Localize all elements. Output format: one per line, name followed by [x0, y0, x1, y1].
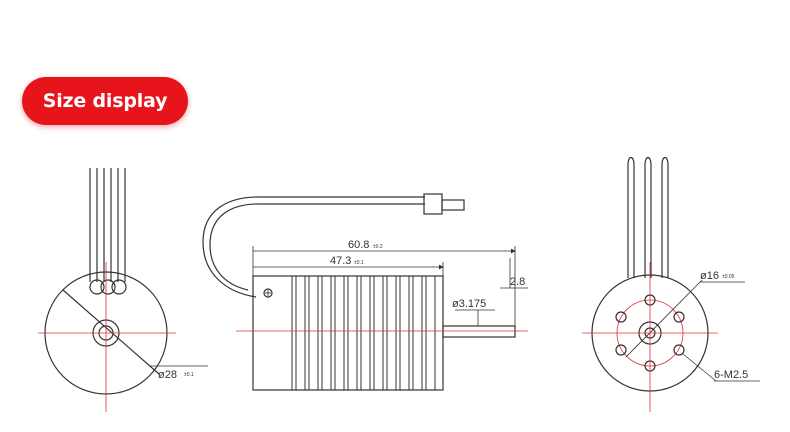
front-center-lines — [582, 262, 718, 412]
wire-group-left — [89, 168, 127, 295]
size-display-badge: Size display — [22, 77, 188, 125]
rear-center-lines — [38, 262, 176, 412]
wire-group-right — [627, 156, 669, 278]
cooling-fins — [291, 276, 436, 390]
wire-plug — [441, 199, 465, 211]
wire-connector — [423, 193, 443, 215]
screw-head — [263, 288, 273, 298]
body-length-tol: ±0.1 — [354, 260, 364, 266]
overall-length-label: 60.8 — [348, 239, 369, 251]
overall-length-tol: ±0.2 — [373, 244, 383, 250]
shaft-offset-label: 2.8 — [510, 276, 525, 288]
rear-view — [44, 168, 208, 395]
shaft-diameter-label: ø3.175 — [452, 298, 486, 310]
front-view — [591, 156, 760, 392]
holes-label: 6-M2.5 — [714, 369, 748, 381]
mounting-holes — [615, 294, 685, 372]
rear-diameter-label: ø28 — [158, 369, 177, 381]
rear-diameter-tol: ±0.1 — [184, 372, 194, 378]
body-length-label: 47.3 — [330, 255, 351, 267]
bolt-circle-tol: ±0.05 — [722, 274, 735, 280]
lead-wire — [202, 196, 425, 298]
motor-shaft — [442, 325, 516, 338]
side-view — [202, 193, 528, 391]
bolt-circle-label: ø16 — [700, 270, 719, 282]
